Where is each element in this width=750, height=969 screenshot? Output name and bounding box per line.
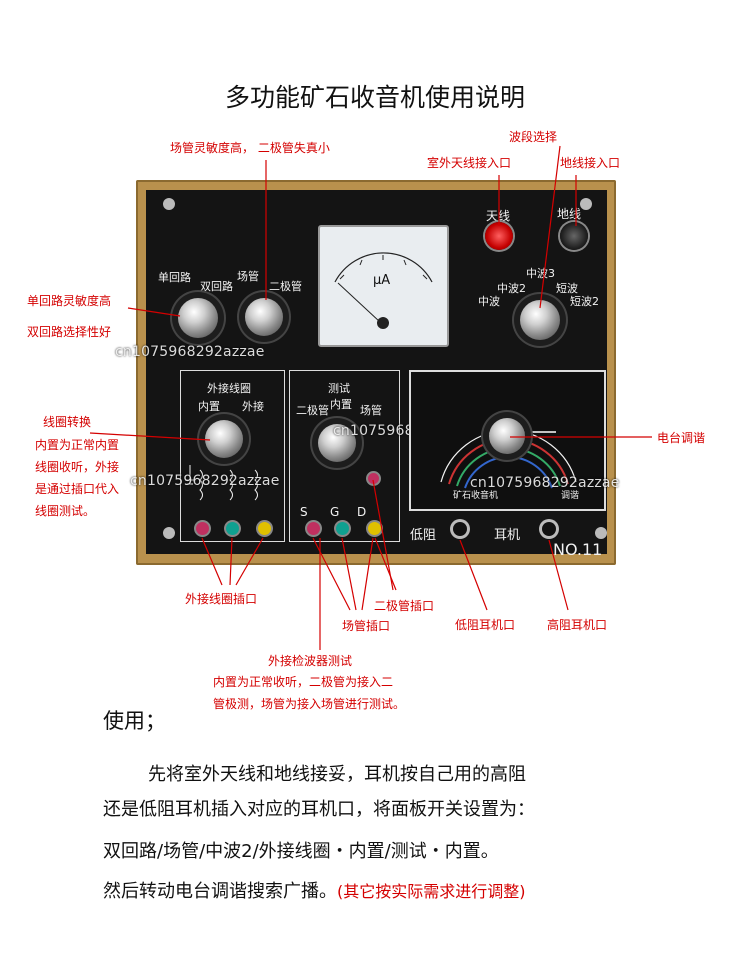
band-select-knob[interactable] [520, 300, 560, 340]
callout-low-imp-jack: 低阻耳机口 [455, 618, 516, 632]
label-earphone: 耳机 [494, 528, 521, 543]
ext-coil-jack-3[interactable] [258, 522, 271, 535]
label-fet: 场管 [237, 270, 259, 283]
model-number: NO.11 [553, 540, 603, 559]
callout-ext-detector: 外接检波器测试 [268, 654, 353, 668]
label-mw: 中波 [478, 295, 500, 308]
tuning-knob[interactable] [489, 418, 525, 454]
screw-icon [595, 527, 607, 539]
loop-select-knob[interactable] [178, 298, 218, 338]
callout-fet-jack: 场管插口 [342, 619, 391, 633]
usage-line-3: 双回路/场管/中波2/外接线圈・内置/测试・内置。 [103, 841, 499, 862]
usage-line-4-note: (其它按实际需求进行调整) [337, 882, 526, 901]
label-g: G [330, 505, 340, 519]
callout-ext-detector-desc: 内置为正常收听，二极管为接入二 管极测，场管为接入场管进行测试。 [213, 675, 406, 711]
label-ext-coil-title: 外接线圈 [207, 382, 251, 395]
label-low-imp: 低阻 [410, 528, 437, 543]
label-sw: 短波 [556, 282, 578, 295]
usage-line-2: 还是低阻耳机插入对应的耳机口，将面板开关设置为： [103, 799, 535, 820]
test-switch-knob[interactable] [318, 424, 356, 462]
microammeter: μA [318, 225, 449, 347]
dial-brand: 矿石收音机 [453, 491, 499, 501]
screw-icon [163, 198, 175, 210]
label-d: D [357, 505, 367, 519]
ground-jack[interactable] [560, 222, 588, 250]
watermark-text: cn1075968292azzae [470, 475, 620, 491]
dial-tune-label: 调谐 [561, 491, 580, 501]
callout-tuning: 电台调谐 [657, 431, 706, 445]
fet-jack-s[interactable] [307, 522, 320, 535]
label-test-internal: 内置 [330, 398, 352, 411]
callout-ground: 地线接入口 [560, 156, 621, 170]
callout-outdoor-antenna: 室外天线接入口 [427, 156, 512, 170]
watermark-text: cn1075968292azzae [130, 473, 280, 489]
label-sw2: 短波2 [570, 295, 599, 308]
ext-coil-jack-2[interactable] [226, 522, 239, 535]
low-imp-jack[interactable] [453, 522, 467, 536]
label-external: 外接 [242, 400, 264, 413]
screw-icon [580, 198, 592, 210]
coil-switch-knob[interactable] [205, 420, 243, 458]
label-test-diode: 二极管 [296, 404, 329, 417]
fet-jack-g[interactable] [336, 522, 349, 535]
fet-jack-d[interactable] [368, 522, 381, 535]
label-mw3: 中波3 [526, 267, 555, 280]
detector-select-knob[interactable] [245, 298, 283, 336]
callout-coil-desc: 内置为正常内置 线圈收听，外接 是通过插口代入 线圈测试。 [35, 438, 120, 518]
diode-jack[interactable] [368, 473, 379, 484]
label-test-title: 测试 [328, 382, 350, 395]
usage-line-4-text: 然后转动电台调谐搜索广播。 [103, 881, 337, 902]
callout-ext-coil-jack: 外接线圈插口 [185, 592, 258, 606]
watermark-text: cn1075968292azzae [115, 344, 265, 360]
label-mw2: 中波2 [497, 282, 526, 295]
callout-diode-jack: 二极管插口 [374, 599, 435, 613]
high-imp-jack[interactable] [542, 522, 556, 536]
screw-icon [163, 527, 175, 539]
callout-high-imp-jack: 高阻耳机口 [547, 618, 608, 632]
label-diode: 二极管 [269, 280, 302, 293]
ext-coil-jack-1[interactable] [196, 522, 209, 535]
callout-dual-loop: 双回路选择性好 [27, 325, 112, 339]
usage-heading: 使用； [103, 709, 166, 733]
antenna-jack[interactable] [485, 222, 513, 250]
label-internal: 内置 [198, 400, 220, 413]
usage-line-1: 先将室外天线和地线接妥，耳机按自己用的高阻 [148, 764, 526, 785]
meter-unit: μA [373, 273, 391, 288]
label-dual-loop: 双回路 [200, 280, 233, 293]
label-ground: 地线 [557, 207, 582, 221]
label-antenna: 天线 [486, 209, 511, 223]
callout-band-select: 波段选择 [509, 130, 558, 144]
callout-sensitivity: 场管灵敏度高， 二极管失真小 [170, 141, 330, 155]
usage-line-4: 然后转动电台调谐搜索广播。(其它按实际需求进行调整) [103, 877, 526, 903]
callout-coil-switch: 线圈转换 [43, 415, 92, 429]
label-test-fet: 场管 [360, 404, 382, 417]
coil-schematic-icon [185, 465, 258, 501]
callout-single-loop: 单回路灵敏度高 [27, 294, 112, 308]
label-s: S [300, 505, 308, 519]
tuning-dial: 矿石收音机 调谐 [409, 370, 606, 511]
page-title: 多功能矿石收音机使用说明 [224, 83, 525, 112]
label-single-loop: 单回路 [158, 271, 191, 284]
